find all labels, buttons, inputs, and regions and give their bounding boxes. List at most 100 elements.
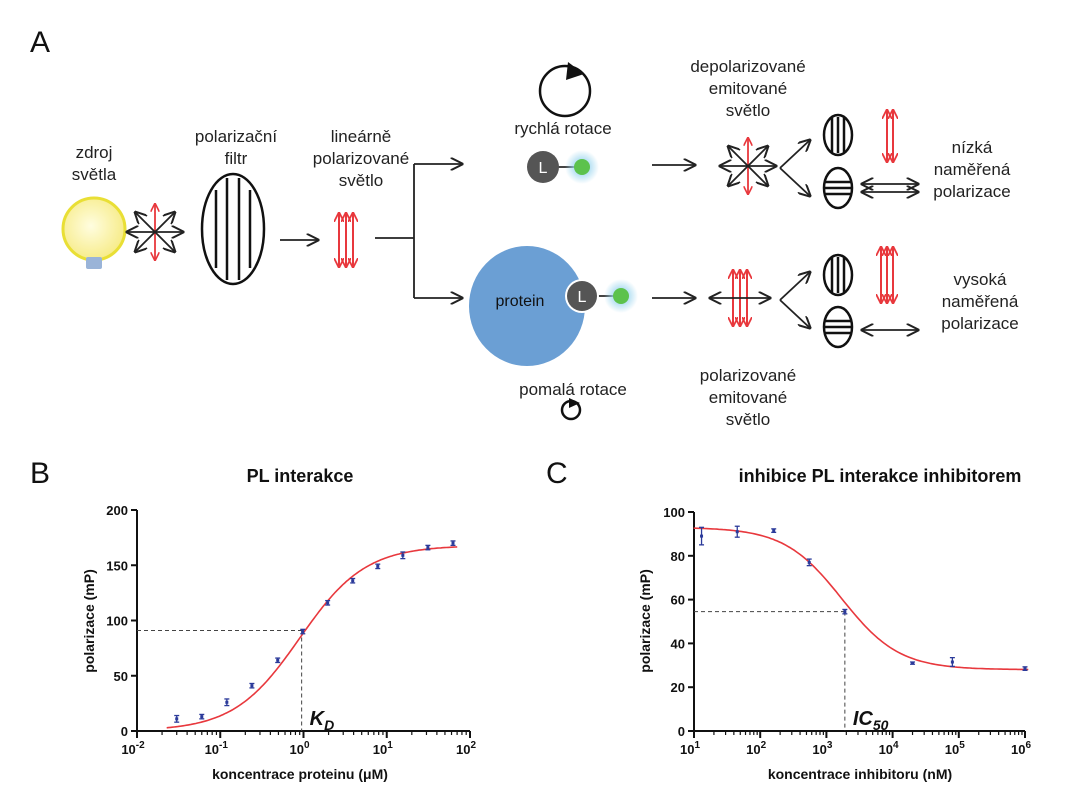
polarized-emission-icon <box>710 270 770 326</box>
polarized-light-label: polarizované emitované světlo <box>700 366 796 429</box>
depolarized-light-label: depolarizované emitované světlo <box>690 57 805 120</box>
x-tick-label: 101 <box>680 740 700 757</box>
svg-text:nízká: nízká <box>952 138 993 157</box>
panel-a-letter: A <box>30 26 50 59</box>
y-tick-label: 200 <box>106 503 128 518</box>
data-point <box>350 577 356 584</box>
x-tick-label: 103 <box>812 740 832 757</box>
x-tick-label: 100 <box>289 740 309 757</box>
y-tick-label: 150 <box>106 558 128 573</box>
filter-label: polarizační filtr <box>195 127 277 168</box>
high-polarization-label: vysoká naměřená polarizace <box>941 270 1019 333</box>
y-tick-label: 100 <box>663 505 685 520</box>
y-tick-label: 100 <box>106 614 128 629</box>
protein-icon: protein <box>469 246 585 366</box>
panel-b: B PL interakce koncentrace proteinu (μM)… <box>30 457 476 782</box>
fit-curve <box>693 527 1029 671</box>
split-arrows <box>779 140 810 328</box>
panel-c: C inhibice PL interakce inhibitorem konc… <box>546 457 1031 782</box>
low-signal-arrows <box>862 110 918 192</box>
svg-text:polarizace: polarizace <box>933 182 1011 201</box>
svg-text:emitované: emitované <box>709 79 787 98</box>
data-point <box>275 657 281 664</box>
svg-text:světla: světla <box>72 165 117 184</box>
svg-text:zdroj: zdroj <box>76 143 113 162</box>
panel-a: A zdroj světla polarizační filtr lineárn… <box>30 26 1019 429</box>
data-point <box>325 599 331 606</box>
svg-text:filtr: filtr <box>225 149 248 168</box>
x-tick-label: 10-2 <box>121 740 145 757</box>
light-ray <box>728 146 768 186</box>
chart-b-xlabel: koncentrace proteinu (μM) <box>212 766 388 782</box>
fit-curve <box>166 546 458 729</box>
svg-text:emitované: emitované <box>709 388 787 407</box>
fast-rotation-icon <box>538 62 592 118</box>
x-tick-label: 106 <box>1011 740 1031 757</box>
branch-arrows <box>375 164 462 298</box>
marker-label: KD <box>310 708 335 733</box>
vertical-analyzer-icon <box>822 113 854 157</box>
slow-rotation-label: pomalá rotace <box>519 380 627 399</box>
svg-text:lineárně: lineárně <box>331 127 392 146</box>
svg-text:protein: protein <box>496 293 545 310</box>
fast-rotation-label: rychlá rotace <box>514 119 611 138</box>
data-point <box>400 551 406 560</box>
y-tick-label: 20 <box>671 680 685 695</box>
x-tick-label: 10-1 <box>205 740 229 757</box>
data-point <box>949 656 955 668</box>
data-point <box>842 608 848 615</box>
low-polarization-label: nízká naměřená polarizace <box>933 138 1011 201</box>
x-tick-label: 101 <box>373 740 393 757</box>
panel-b-letter: B <box>30 457 50 490</box>
light-ray <box>135 212 175 252</box>
svg-text:L: L <box>539 160 548 177</box>
horizontal-analyzer-icon <box>822 305 854 349</box>
data-point <box>249 682 255 689</box>
data-point <box>1022 666 1028 671</box>
data-point <box>199 713 205 720</box>
y-tick-label: 60 <box>671 593 685 608</box>
svg-text:polarizované: polarizované <box>313 149 409 168</box>
svg-text:polarizované: polarizované <box>700 366 796 385</box>
high-signal-arrows <box>862 247 918 330</box>
linear-light-label: lineárně polarizované světlo <box>313 127 409 190</box>
chart-c-title: inhibice PL interakce inhibitorem <box>739 466 1022 486</box>
x-tick-label: 104 <box>879 740 899 757</box>
data-point <box>450 540 456 547</box>
linear-polarized-arrows-icon <box>339 213 353 267</box>
data-point <box>224 698 230 707</box>
vertical-analyzer-icon <box>822 253 854 297</box>
svg-text:vysoká: vysoká <box>954 270 1007 289</box>
data-point <box>771 528 777 534</box>
data-point <box>425 544 431 551</box>
svg-text:světlo: světlo <box>726 101 770 120</box>
slow-rotation-icon <box>560 398 582 421</box>
depolarized-emission-icon <box>720 138 776 194</box>
svg-text:světlo: světlo <box>339 171 383 190</box>
data-point <box>699 526 705 546</box>
bound-ligand-icon: L <box>565 279 638 313</box>
svg-text:depolarizované: depolarizované <box>690 57 805 76</box>
chart-b-ylabel: polarizace (mP) <box>81 569 97 672</box>
unpolarized-light-icon <box>127 204 183 260</box>
svg-text:naměřená: naměřená <box>942 292 1019 311</box>
data-point <box>734 525 740 538</box>
y-tick-label: 80 <box>671 549 685 564</box>
chart-b-title: PL interakce <box>247 466 354 486</box>
horizontal-analyzer-icon <box>822 166 854 210</box>
marker-label: IC50 <box>853 708 889 733</box>
y-tick-label: 40 <box>671 636 685 651</box>
y-tick-label: 0 <box>121 724 128 739</box>
polarizing-filter-icon <box>200 172 266 286</box>
data-point <box>910 661 916 665</box>
light-source-label: zdroj světla <box>72 143 117 184</box>
data-point <box>375 563 381 570</box>
svg-text:L: L <box>578 289 587 306</box>
x-tick-label: 102 <box>456 740 476 757</box>
free-ligand-icon: L <box>527 150 599 184</box>
data-point <box>300 628 306 635</box>
svg-text:naměřená: naměřená <box>934 160 1011 179</box>
x-tick-label: 102 <box>746 740 766 757</box>
data-point <box>806 558 812 567</box>
